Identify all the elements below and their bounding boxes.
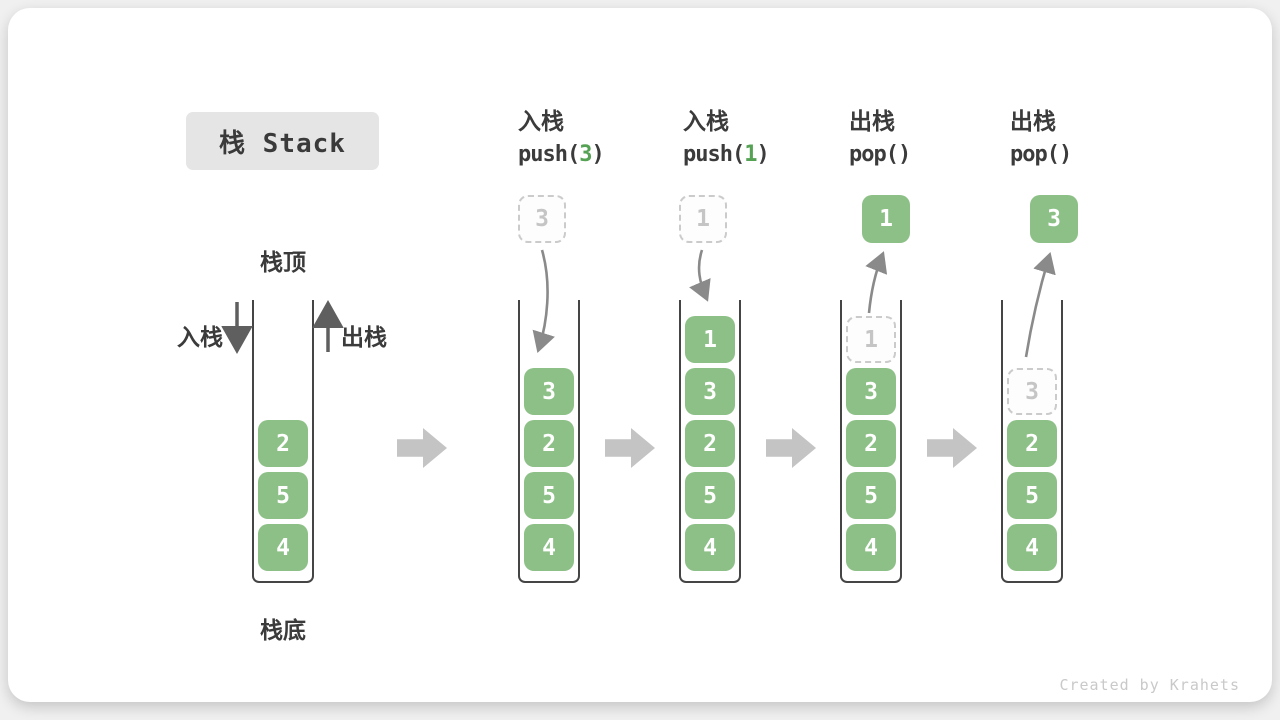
push-motion-arrow-icon bbox=[689, 249, 711, 302]
flow-arrow-right-icon bbox=[397, 428, 447, 468]
operation-header-push-3: 入栈 push(3) bbox=[518, 104, 605, 172]
stack-block: 2 bbox=[258, 420, 308, 467]
stack-block: 4 bbox=[524, 524, 574, 571]
stack-block: 2 bbox=[846, 420, 896, 467]
flow-arrow-right-icon bbox=[766, 428, 816, 468]
stack-bottom-label: 栈底 bbox=[260, 617, 306, 643]
watermark: Created by Krahets bbox=[1059, 676, 1240, 694]
stack-block: 2 bbox=[1007, 420, 1057, 467]
stack-block: 5 bbox=[685, 472, 735, 519]
stack-body: 3 2 5 4 bbox=[1003, 300, 1061, 579]
operation-code: pop() bbox=[1010, 142, 1072, 167]
push-argument: 1 bbox=[744, 142, 757, 167]
stack-block: 4 bbox=[846, 524, 896, 571]
diagram-title: 栈 Stack bbox=[186, 112, 379, 170]
stack-state-initial: 2 5 4 bbox=[252, 300, 314, 583]
flow-arrow-right-icon bbox=[605, 428, 655, 468]
stack-body: 3 2 5 4 bbox=[520, 300, 578, 579]
pushed-value-box: 1 bbox=[679, 195, 727, 243]
stack-block: 3 bbox=[524, 368, 574, 415]
stack-state-push-1: 1 3 2 5 4 bbox=[679, 300, 741, 583]
stack-block: 4 bbox=[258, 524, 308, 571]
popped-value-box: 1 bbox=[862, 195, 910, 243]
operation-header-pop-1: 出栈 pop() bbox=[849, 104, 911, 172]
stack-block: 5 bbox=[1007, 472, 1057, 519]
popped-value-box: 3 bbox=[1030, 195, 1078, 243]
pushed-value-box: 3 bbox=[518, 195, 566, 243]
stack-body: 1 3 2 5 4 bbox=[681, 300, 739, 579]
operation-header-pop-3: 出栈 pop() bbox=[1010, 104, 1072, 172]
operation-code: push(3) bbox=[518, 142, 605, 167]
stack-block: 5 bbox=[846, 472, 896, 519]
push-argument: 3 bbox=[579, 142, 592, 167]
operation-code: push(1) bbox=[683, 142, 770, 167]
stack-block: 2 bbox=[524, 420, 574, 467]
stack-block: 1 bbox=[685, 316, 735, 363]
stack-block: 4 bbox=[1007, 524, 1057, 571]
stack-state-pop-1: 1 3 2 5 4 bbox=[840, 300, 902, 583]
stack-state-push-3: 3 2 5 4 bbox=[518, 300, 580, 583]
push-direction-label: 入栈 bbox=[177, 324, 223, 350]
operation-header-push-1: 入栈 push(1) bbox=[683, 104, 770, 172]
stack-block: 4 bbox=[685, 524, 735, 571]
stack-top-label: 栈顶 bbox=[260, 249, 306, 275]
stack-block: 3 bbox=[685, 368, 735, 415]
stack-block-ghost: 3 bbox=[1007, 368, 1057, 415]
stack-block: 2 bbox=[685, 420, 735, 467]
stack-block: 3 bbox=[846, 368, 896, 415]
operation-name: 出栈 bbox=[1010, 108, 1056, 134]
operation-name: 入栈 bbox=[518, 108, 564, 134]
stack-body: 1 3 2 5 4 bbox=[842, 300, 900, 579]
operation-code: pop() bbox=[849, 142, 911, 167]
stack-body: 2 5 4 bbox=[254, 300, 312, 579]
stack-block-ghost: 1 bbox=[846, 316, 896, 363]
stack-block: 5 bbox=[258, 472, 308, 519]
flow-arrow-right-icon bbox=[927, 428, 977, 468]
operation-name: 出栈 bbox=[849, 108, 895, 134]
operation-name: 入栈 bbox=[683, 108, 729, 134]
diagram-title-label: 栈 Stack bbox=[219, 128, 346, 159]
pop-direction-label: 出栈 bbox=[341, 324, 387, 350]
stack-block: 5 bbox=[524, 472, 574, 519]
stack-state-pop-3: 3 2 5 4 bbox=[1001, 300, 1063, 583]
